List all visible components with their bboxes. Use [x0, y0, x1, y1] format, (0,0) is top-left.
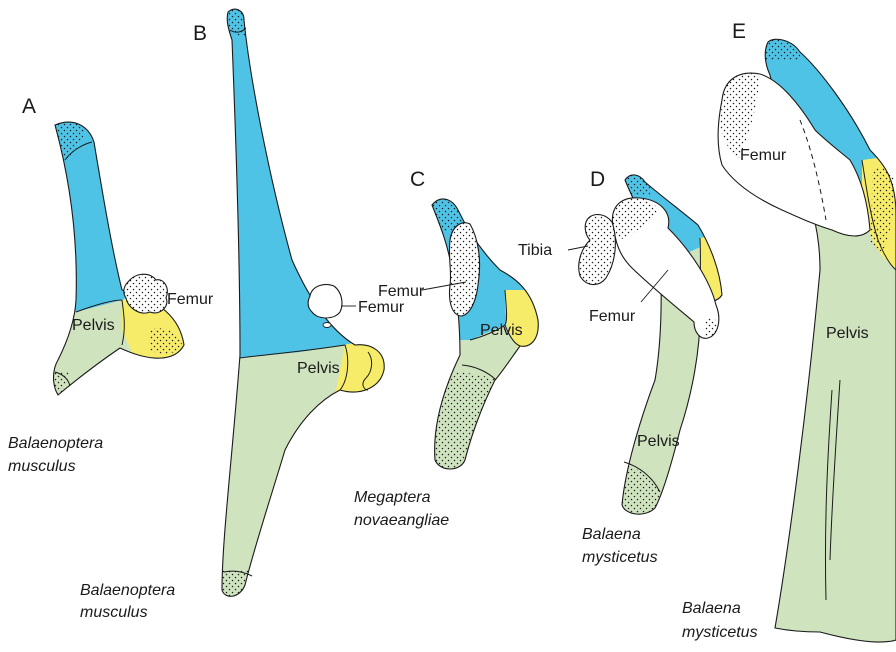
panel-letter-a: A — [22, 95, 36, 118]
femur-b — [308, 284, 342, 318]
species-c-line1: Megaptera — [354, 489, 431, 506]
panel-letter-b: B — [193, 22, 207, 45]
pelvis-label-a: Pelvis — [72, 317, 115, 334]
species-a-line1: Balaenoptera — [8, 435, 103, 452]
panel-a: A Femur Pelvis Balaenoptera musculus — [8, 95, 214, 475]
femur-label-d: Femur — [589, 308, 636, 325]
pelvis-c-dotted-base — [420, 370, 500, 480]
species-d-line1: Balaena — [582, 526, 641, 543]
panel-d: D Tibia Femur Pelvis Balaena mysticetus — [518, 165, 735, 566]
tibia-d-texture — [579, 215, 616, 285]
femur-label-e: Femur — [740, 147, 787, 164]
foramen-b — [323, 323, 331, 328]
panel-letter-d: D — [590, 168, 605, 191]
species-c-line2: novaeangliae — [354, 512, 449, 529]
panel-letter-e: E — [732, 20, 746, 43]
pelvis-label-b: Pelvis — [297, 360, 340, 377]
pelvis-label-d: Pelvis — [637, 433, 680, 450]
tibia-label-d: Tibia — [518, 242, 552, 259]
femur-label-b: Femur — [358, 299, 405, 316]
species-e-line1: Balaena — [682, 600, 741, 617]
pelvis-b-dotted-base — [210, 570, 252, 610]
panel-c: C Femur Pelvis Megaptera novaeangliae — [354, 168, 550, 529]
pelvis-a — [40, 110, 200, 410]
pelvis-label-e: Pelvis — [826, 325, 869, 342]
species-b-line2: musculus — [80, 604, 148, 621]
femur-label-c: Femur — [378, 283, 425, 300]
panel-e: E Femur Pelvis Balaena mysticetus — [682, 20, 896, 650]
femur-label-a: Femur — [167, 291, 214, 308]
species-d-line2: mysticetus — [582, 549, 658, 566]
pelvis-label-c: Pelvis — [480, 322, 523, 339]
panel-letter-c: C — [410, 168, 425, 191]
species-a-line2: musculus — [8, 458, 76, 475]
species-e-line2: mysticetus — [682, 624, 758, 641]
species-b-line1: Balaenoptera — [80, 582, 175, 599]
